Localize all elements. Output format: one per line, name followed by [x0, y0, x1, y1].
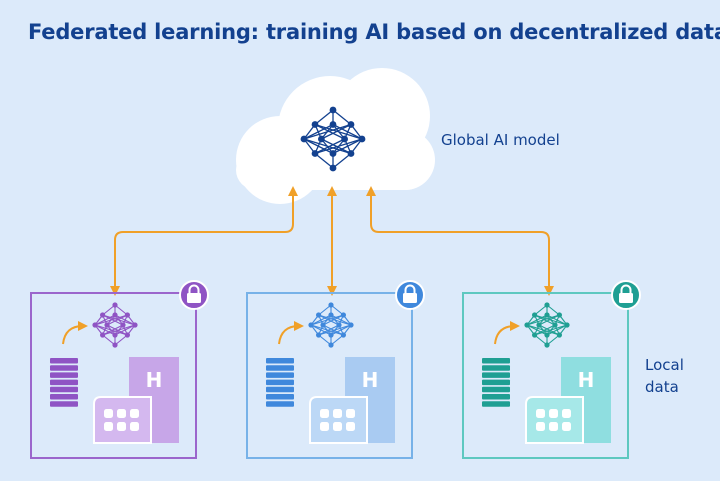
- local-ai-model-icon: [308, 302, 354, 348]
- data-stack-icon: [50, 358, 78, 407]
- data-stack-icon: [266, 358, 294, 407]
- hospital-letter: H: [362, 368, 379, 392]
- global-ai-model-label: Global AI model: [441, 131, 560, 149]
- hospital-icon: H: [93, 357, 179, 444]
- local-ai-model-icon: [92, 302, 138, 348]
- local-data-label: Local data: [645, 356, 684, 396]
- diagram-title: Federated learning: training AI based on…: [28, 20, 720, 44]
- data-stack-icon: [482, 358, 510, 407]
- arrow-site-3: [366, 186, 554, 296]
- training-arrow: [62, 321, 88, 345]
- cloud: [236, 68, 435, 204]
- site-border: [30, 292, 197, 459]
- site-border: [246, 292, 413, 459]
- global-ai-model-icon: [300, 106, 366, 172]
- connection-arrows: [110, 186, 554, 296]
- hospital-letter: H: [578, 368, 595, 392]
- training-arrow: [494, 321, 520, 345]
- site-border: [462, 292, 629, 459]
- hospital-icon: H: [525, 357, 611, 444]
- arrow-site-1: [110, 186, 298, 296]
- training-arrow: [278, 321, 304, 345]
- lock-icon: [179, 280, 209, 310]
- local-site-2: H: [246, 280, 425, 459]
- local-site-3: H: [462, 280, 641, 459]
- hospital-icon: H: [309, 357, 395, 444]
- hospital-letter: H: [146, 368, 163, 392]
- lock-icon: [611, 280, 641, 310]
- lock-icon: [395, 280, 425, 310]
- local-ai-model-icon: [524, 302, 570, 348]
- local-site-1: H: [30, 280, 209, 459]
